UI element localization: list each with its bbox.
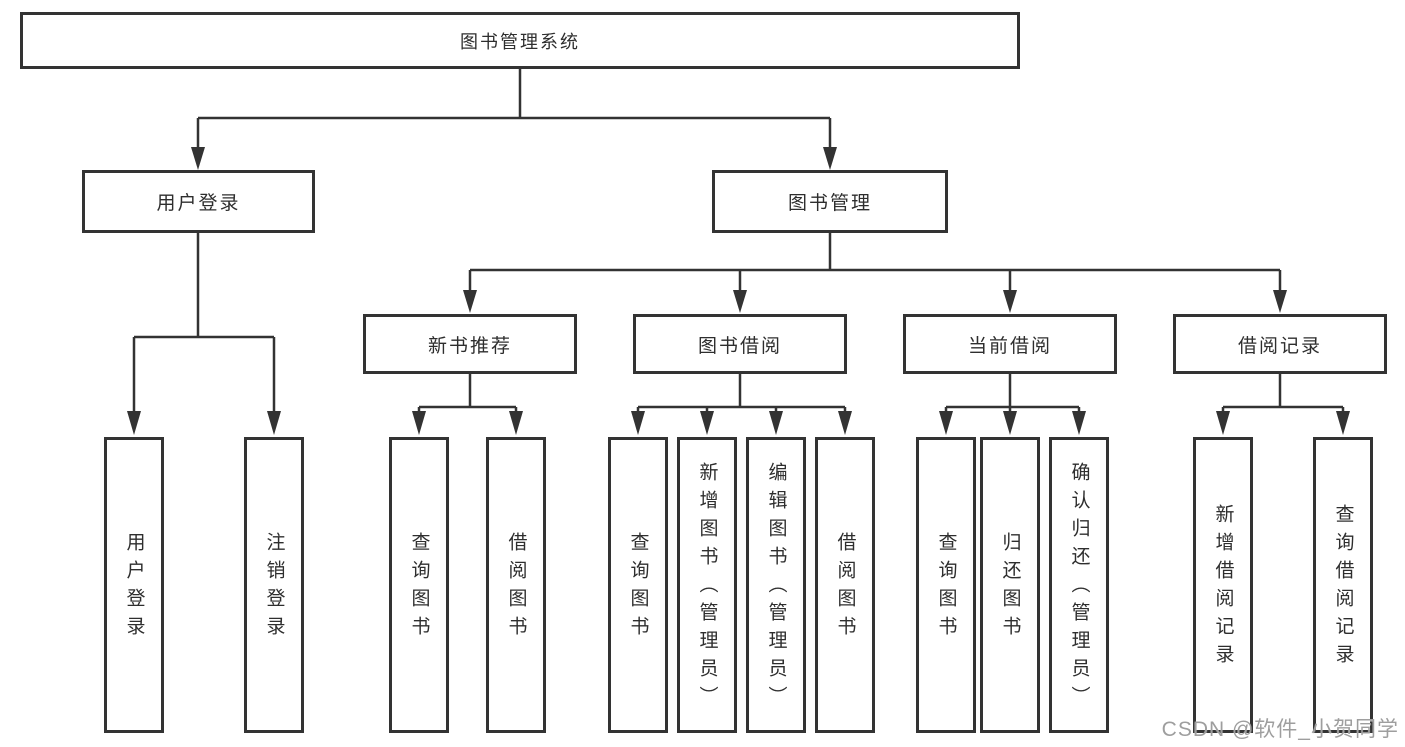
node-current-borrowing: 当前借阅 — [903, 314, 1117, 374]
edge-current-borrow-split — [944, 374, 1081, 411]
node-user-login: 用户登录 — [82, 170, 315, 233]
node-leaf-return-books: 归还图书 — [980, 437, 1040, 733]
node-leaf-query-books-borrow: 查询图书 — [608, 437, 668, 733]
arrowheads — [127, 147, 1350, 435]
node-new-book-recommend: 新书推荐 — [363, 314, 577, 374]
node-borrowing-records: 借阅记录 — [1173, 314, 1387, 374]
edge-new-book-split — [417, 374, 518, 411]
edge-root-split — [196, 69, 832, 149]
edge-book-mgmt-split — [468, 233, 1282, 291]
node-book-management: 图书管理 — [712, 170, 948, 233]
edge-borrow-records-split — [1221, 374, 1345, 411]
node-leaf-user-login: 用户登录 — [104, 437, 164, 733]
node-book-borrowing: 图书借阅 — [633, 314, 847, 374]
node-leaf-query-books-recommend: 查询图书 — [389, 437, 449, 733]
node-leaf-add-book-admin: 新增图书（管理员） — [677, 437, 737, 733]
node-library-management-system: 图书管理系统 — [20, 12, 1020, 69]
node-leaf-query-borrow-record: 查询借阅记录 — [1313, 437, 1373, 733]
node-leaf-borrow-books: 借阅图书 — [815, 437, 875, 733]
node-leaf-query-books-current: 查询图书 — [916, 437, 976, 733]
node-leaf-borrow-books-recommend: 借阅图书 — [486, 437, 546, 733]
csdn-watermark: CSDN @软件_小贺同学 — [1161, 718, 1399, 741]
node-leaf-logout: 注销登录 — [244, 437, 304, 733]
node-leaf-confirm-return-admin: 确认归还（管理员） — [1049, 437, 1109, 733]
edge-book-borrow-split — [636, 374, 847, 411]
edge-user-login-split — [132, 233, 276, 411]
node-leaf-add-borrow-record: 新增借阅记录 — [1193, 437, 1253, 733]
node-leaf-edit-book-admin: 编辑图书（管理员） — [746, 437, 806, 733]
